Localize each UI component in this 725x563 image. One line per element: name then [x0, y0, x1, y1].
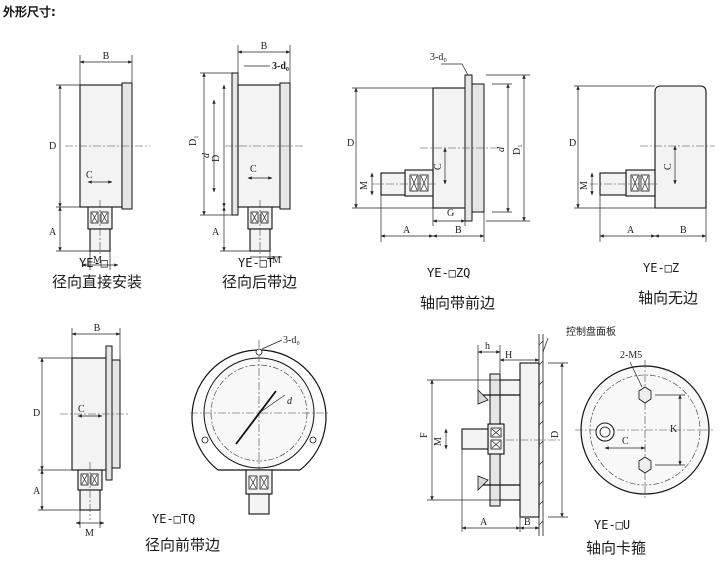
drawing-ye-tq-front: 3-d₀ d [190, 335, 330, 515]
dim-D: D [347, 138, 354, 149]
dim-d: d [201, 152, 212, 158]
caption-name-ye-t: 径向后带边 [222, 273, 298, 291]
dim-M: M [272, 255, 281, 266]
dim-B: B [455, 225, 462, 236]
dim-3-d0: 3-d₀ [283, 335, 300, 346]
dim-3-d0: 3-d₀ [430, 52, 447, 63]
dim-A: A [627, 225, 635, 236]
caption-model-ye-tq: YE-□TQ [152, 512, 196, 526]
dim-D: D [33, 408, 40, 419]
connector-block [625, 169, 656, 197]
dim-F: F [419, 432, 430, 438]
dim-D: D [550, 431, 561, 438]
nut-bottom [638, 456, 652, 474]
caption-name-ye-tq: 径向前带边 [145, 536, 221, 554]
dim-M: M [93, 255, 102, 266]
drawing-ye-z: D M C A B [569, 85, 715, 242]
front-flange [105, 345, 113, 481]
thread-stem [461, 428, 489, 450]
dim-D: D [569, 138, 576, 149]
dim-3-d0: 3-d₀ [272, 61, 289, 72]
dim-C: C [78, 404, 85, 415]
drawing-ye: B D A C M [49, 51, 150, 270]
dim-B: B [680, 225, 687, 236]
thread-stem [248, 493, 270, 515]
panel-label: 控制盘面板 [566, 325, 616, 338]
case-body [654, 85, 707, 209]
dim-M: M [433, 437, 444, 446]
rear-flange [231, 72, 239, 216]
dim-C: C [663, 163, 674, 170]
drawing-ye-zq: 3-d₀ D M C d D₁ G A B [347, 52, 530, 242]
dim-M: M [85, 528, 94, 539]
pointer [235, 390, 277, 445]
caption-name-ye-u: 轴向卡箍 [586, 539, 647, 557]
dim-d: d [496, 146, 507, 152]
caption-model-ye-u: YE-□U [594, 518, 631, 532]
dim-A: A [49, 227, 57, 238]
dim-M: M [579, 181, 590, 190]
dim-d: d [287, 396, 293, 407]
drawing-ye-tq-side: B D A C M [33, 323, 130, 539]
drawing-ye-u-rear: 2-M5 C K [575, 350, 715, 500]
dim-C: C [622, 436, 629, 447]
dim-D1: D₁ [512, 144, 523, 155]
dim-2-M5: 2-M5 [620, 350, 642, 361]
dim-B: B [261, 41, 268, 52]
caption-name-ye-zq: 轴向带前边 [420, 294, 496, 312]
dim-C: C [250, 164, 257, 175]
caption-model-ye-zq: YE-□ZQ [427, 266, 471, 280]
dim-A: A [403, 225, 411, 236]
dim-B: B [103, 51, 110, 62]
drawing-ye-u-side: 控制盘面板 F M D h H [419, 325, 616, 536]
dim-D1: D₁ [188, 135, 199, 146]
dim-h: h [485, 341, 490, 352]
caption-model-ye-z: YE-□Z [643, 261, 680, 275]
caption-name-ye: 径向直接安装 [52, 273, 143, 291]
dim-B: B [94, 323, 101, 334]
dim-C: C [433, 163, 444, 170]
dim-M: M [359, 181, 370, 190]
process-port [595, 422, 615, 442]
dim-D: D [49, 141, 56, 152]
dim-A: A [212, 227, 220, 238]
caption-model-ye-t: YE-□T [238, 256, 275, 270]
dim-C: C [86, 170, 93, 181]
dim-H: H [505, 350, 512, 361]
dim-B: B [524, 517, 531, 528]
nut-top [638, 386, 652, 404]
dim-A: A [33, 486, 41, 497]
caption-name-ye-z: 轴向无边 [638, 289, 699, 307]
dim-D: D [211, 155, 222, 162]
connector-block [404, 169, 434, 197]
caption-model-ye: YE-□ [79, 256, 108, 270]
dim-A: A [480, 517, 488, 528]
page-title: 外形尺寸: [3, 5, 56, 19]
dim-K: K [670, 424, 678, 435]
drawing-ye-t: B 3-d₀ D₁ d D A C M [188, 41, 305, 266]
dim-G: G [447, 208, 454, 219]
